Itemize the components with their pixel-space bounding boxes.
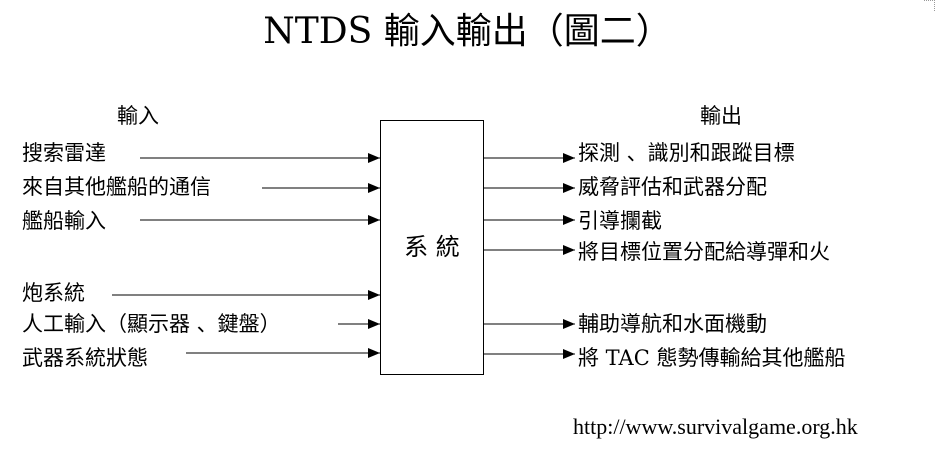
system-label: 系 統 [404,233,460,261]
output-header: 輸出 [700,104,742,128]
output-label-tac-transmit: 將 TAC 態勢傳輸給其他艦船 [578,346,846,370]
input-label-ship-comms: 來自其他艦船的通信 [22,175,211,199]
input-header: 輸入 [117,104,159,128]
diagram-title: NTDS 輸入輸出（圖二） [263,11,672,52]
input-label-weapon-status: 武器系統狀態 [22,346,148,370]
input-label-ship-input: 艦船輸入 [22,209,106,233]
output-label-threat-assessment: 威脅評估和武器分配 [578,175,767,199]
output-label-guide-intercept: 引導攔截 [578,209,662,233]
output-label-target-assignment: 將目標位置分配給導彈和火 [578,240,830,264]
output-label-navigation-aid: 輔助導航和水面機動 [578,312,767,336]
system-box: 系 統 [380,120,484,375]
source-url: http://www.survivalgame.org.hk [573,414,858,439]
input-label-manual-input: 人工輸入（顯示器 、鍵盤） [22,312,281,336]
input-label-search-radar: 搜索雷達 [22,141,106,165]
output-label-detect-identify-track: 探測 、識別和跟蹤目標 [578,141,795,165]
input-label-gun-system: 炮系統 [22,281,85,305]
